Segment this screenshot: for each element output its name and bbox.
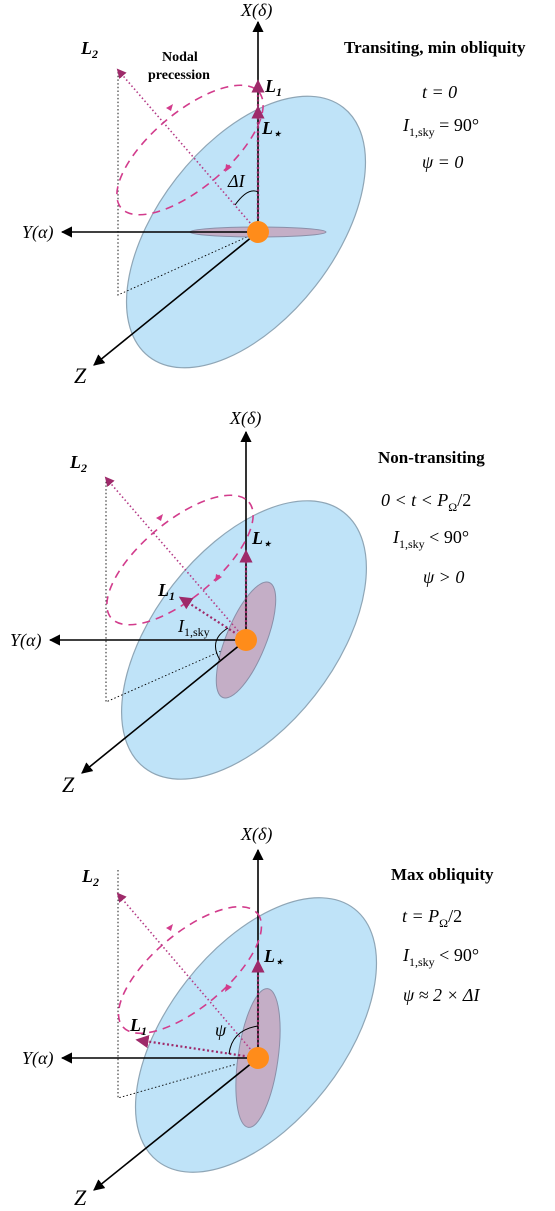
precession-arrow <box>225 984 232 992</box>
i1sky-label: I1,sky <box>177 616 210 639</box>
equation-obliquity: ψ > 0 <box>423 567 464 587</box>
l1-label: L1 <box>129 1015 147 1038</box>
l1-label: L1 <box>157 580 175 603</box>
equation-inclination: I1,sky < 90° <box>402 945 479 969</box>
lstar-label: L⋆ <box>263 946 284 969</box>
precession-arrow <box>215 574 222 582</box>
equation-inclination: I1,sky < 90° <box>392 527 469 551</box>
z-axis <box>81 639 247 774</box>
lstar-label: L⋆ <box>261 118 282 141</box>
y-axis-label: Y(α) <box>10 630 41 651</box>
panel-max-obliquity: X(δ) Y(α) Z L2 L1 L⋆ ψ Max obliquity t =… <box>22 824 494 1210</box>
angle-arc <box>228 1025 259 1055</box>
psi-label: ψ <box>215 1020 227 1040</box>
l1-label: L1 <box>264 76 282 99</box>
equation-obliquity: ψ = 0 <box>422 152 463 172</box>
x-axis-label: X(δ) <box>240 824 272 845</box>
x-axis-label: X(δ) <box>229 408 261 429</box>
precession-ellipse <box>106 494 254 626</box>
z-axis-label: Z <box>74 363 87 388</box>
precession-arrow <box>225 164 232 172</box>
panel-non-transiting: X(δ) Y(α) Z L2 L1 L⋆ I1,sky Non-transiti… <box>10 408 485 797</box>
y-axis-label: Y(α) <box>22 1048 53 1069</box>
angle-arc <box>215 627 229 661</box>
star <box>247 221 269 243</box>
panel-title: Transiting, min obliquity <box>344 38 526 57</box>
z-axis <box>93 231 259 366</box>
l2-label: L2 <box>69 452 87 475</box>
projection-lines <box>105 478 247 703</box>
precession-ellipse <box>117 905 263 1035</box>
angle-arc <box>234 190 259 206</box>
l2-label: L2 <box>81 866 99 889</box>
delta-i-label: ΔI <box>227 171 246 191</box>
y-axis-label: Y(α) <box>22 222 53 243</box>
precession-arrow <box>166 104 173 111</box>
z-axis-label: Z <box>74 1185 87 1210</box>
equation-inclination: I1,sky = 90° <box>402 115 479 139</box>
equation-time: 0 < t < PΩ/2 <box>381 490 471 514</box>
equation-obliquity: ψ ≈ 2 × ΔI <box>403 985 480 1005</box>
precession-label: precession <box>148 68 210 83</box>
panel-transiting: X(δ) Y(α) Z L2 L1 L⋆ Nodal precession ΔI… <box>22 0 526 388</box>
star <box>235 629 257 651</box>
star <box>247 1047 269 1069</box>
x-axis-label: X(δ) <box>240 0 272 21</box>
l2-label: L2 <box>80 38 98 61</box>
equation-time: t = PΩ/2 <box>402 906 462 930</box>
z-axis <box>93 1057 259 1191</box>
precession-arrow <box>156 514 163 521</box>
panel-title: Non-transiting <box>378 448 485 467</box>
panel-title: Max obliquity <box>391 865 494 884</box>
projection-lines <box>117 72 259 296</box>
lstar-label: L⋆ <box>251 528 272 551</box>
z-axis-label: Z <box>62 772 75 797</box>
nodal-label: Nodal <box>162 50 198 65</box>
vector-l1 <box>178 596 247 641</box>
precession-arrow <box>166 924 173 931</box>
equation-time: t = 0 <box>422 82 457 102</box>
